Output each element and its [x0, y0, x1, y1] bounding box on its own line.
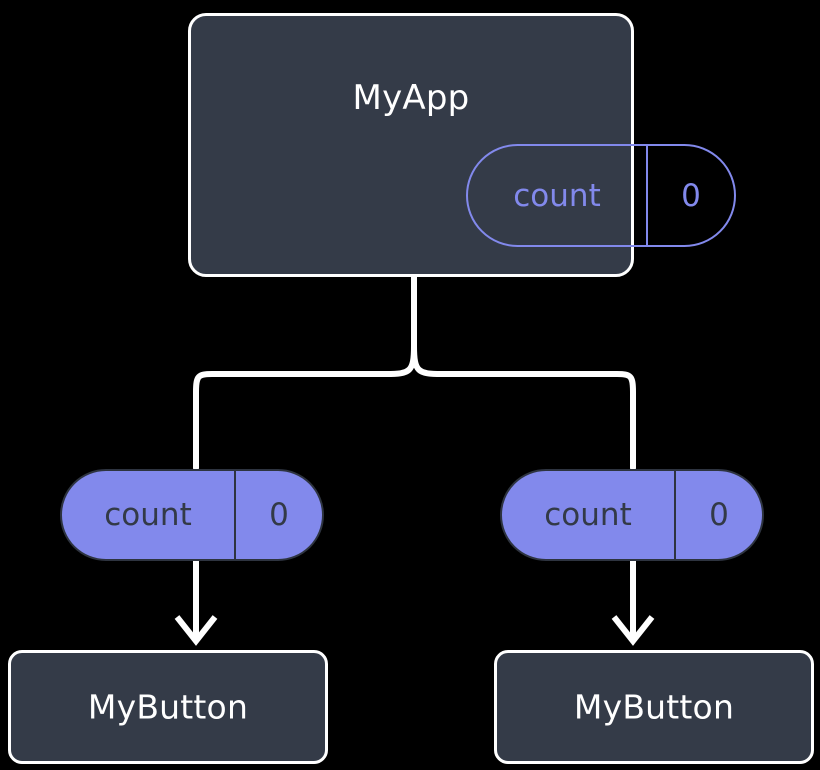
component-node-mybutton-1[interactable]: MyButton — [494, 650, 814, 764]
props-pill-child-0[interactable]: count 0 — [60, 469, 324, 561]
props-arrow-right-head — [611, 615, 655, 646]
props-pill-child-0-key: count — [104, 497, 192, 533]
props-pill-child-0-value: 0 — [234, 471, 322, 559]
props-pill-child-1-key: count — [544, 497, 632, 533]
component-node-myapp[interactable]: MyApp count 0 — [188, 13, 736, 277]
component-node-mybutton-0[interactable]: MyButton — [8, 650, 328, 764]
props-arrow-left-head — [174, 615, 218, 646]
state-pill-root-key: count — [513, 177, 601, 214]
component-label-mybutton-1: MyButton — [573, 687, 735, 727]
props-pill-child-1[interactable]: count 0 — [500, 469, 764, 561]
component-label-mybutton-0: MyButton — [87, 687, 249, 727]
props-pill-child-1-value: 0 — [674, 471, 762, 559]
branch-edge-right — [411, 343, 636, 471]
state-pill-root[interactable]: count 0 — [466, 144, 736, 247]
branch-edge-left — [193, 343, 417, 471]
component-label-myapp: MyApp — [352, 78, 470, 118]
state-pill-root-value: 0 — [646, 146, 734, 245]
